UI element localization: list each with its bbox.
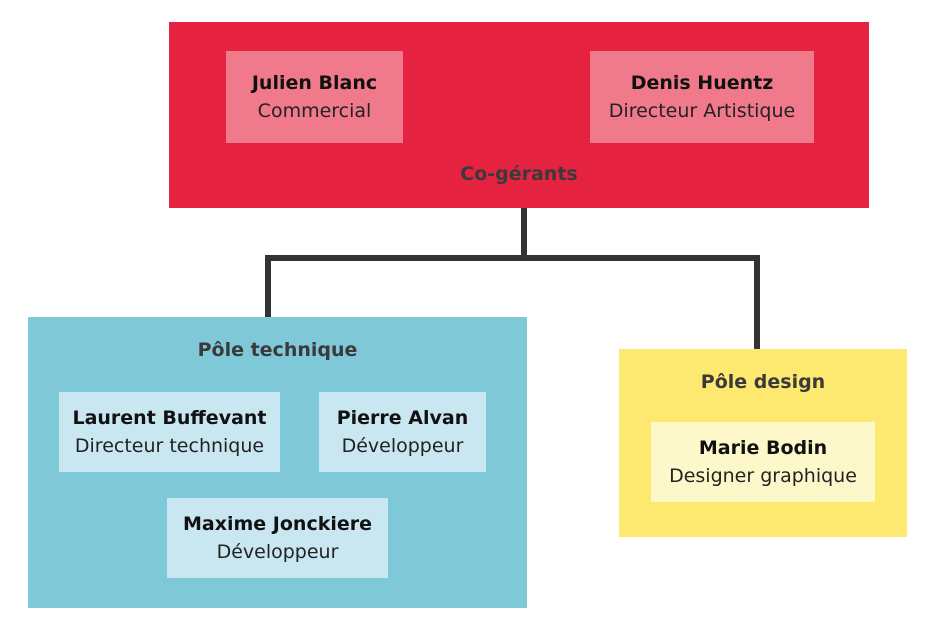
member-role: Commercial bbox=[257, 100, 372, 122]
member-name: Denis Huentz bbox=[630, 72, 774, 94]
member-name: Pierre Alvan bbox=[336, 407, 469, 429]
member-card-maxime-jonckiere: Maxime Jonckiere Développeur bbox=[167, 498, 388, 578]
member-role: Directeur technique bbox=[74, 435, 265, 457]
member-card-pierre-alvan: Pierre Alvan Développeur bbox=[319, 392, 486, 472]
member-name: Julien Blanc bbox=[251, 72, 378, 94]
group-co-gerants: Julien Blanc Commercial Denis Huentz Dir… bbox=[169, 22, 869, 208]
member-role: Designer graphique bbox=[669, 465, 857, 487]
member-name: Laurent Buffevant bbox=[72, 407, 267, 429]
group-label-pole-design: Pôle design bbox=[700, 371, 826, 393]
member-name: Maxime Jonckiere bbox=[183, 513, 372, 535]
group-pole-technique: Pôle technique Laurent Buffevant Directe… bbox=[28, 317, 527, 608]
member-card-denis-huentz: Denis Huentz Directeur Artistique bbox=[590, 51, 814, 143]
member-card-laurent-buffevant: Laurent Buffevant Directeur technique bbox=[59, 392, 280, 472]
member-role: Développeur bbox=[216, 541, 339, 563]
member-card-marie-bodin: Marie Bodin Designer graphique bbox=[651, 422, 875, 502]
member-role: Développeur bbox=[341, 435, 464, 457]
member-role: Directeur Artistique bbox=[608, 100, 796, 122]
group-label-co-gerants: Co-gérants bbox=[460, 163, 578, 185]
member-card-julien-blanc: Julien Blanc Commercial bbox=[226, 51, 403, 143]
member-name: Marie Bodin bbox=[698, 437, 828, 459]
group-label-pole-technique: Pôle technique bbox=[197, 339, 358, 361]
group-pole-design: Pôle design Marie Bodin Designer graphiq… bbox=[619, 349, 907, 537]
